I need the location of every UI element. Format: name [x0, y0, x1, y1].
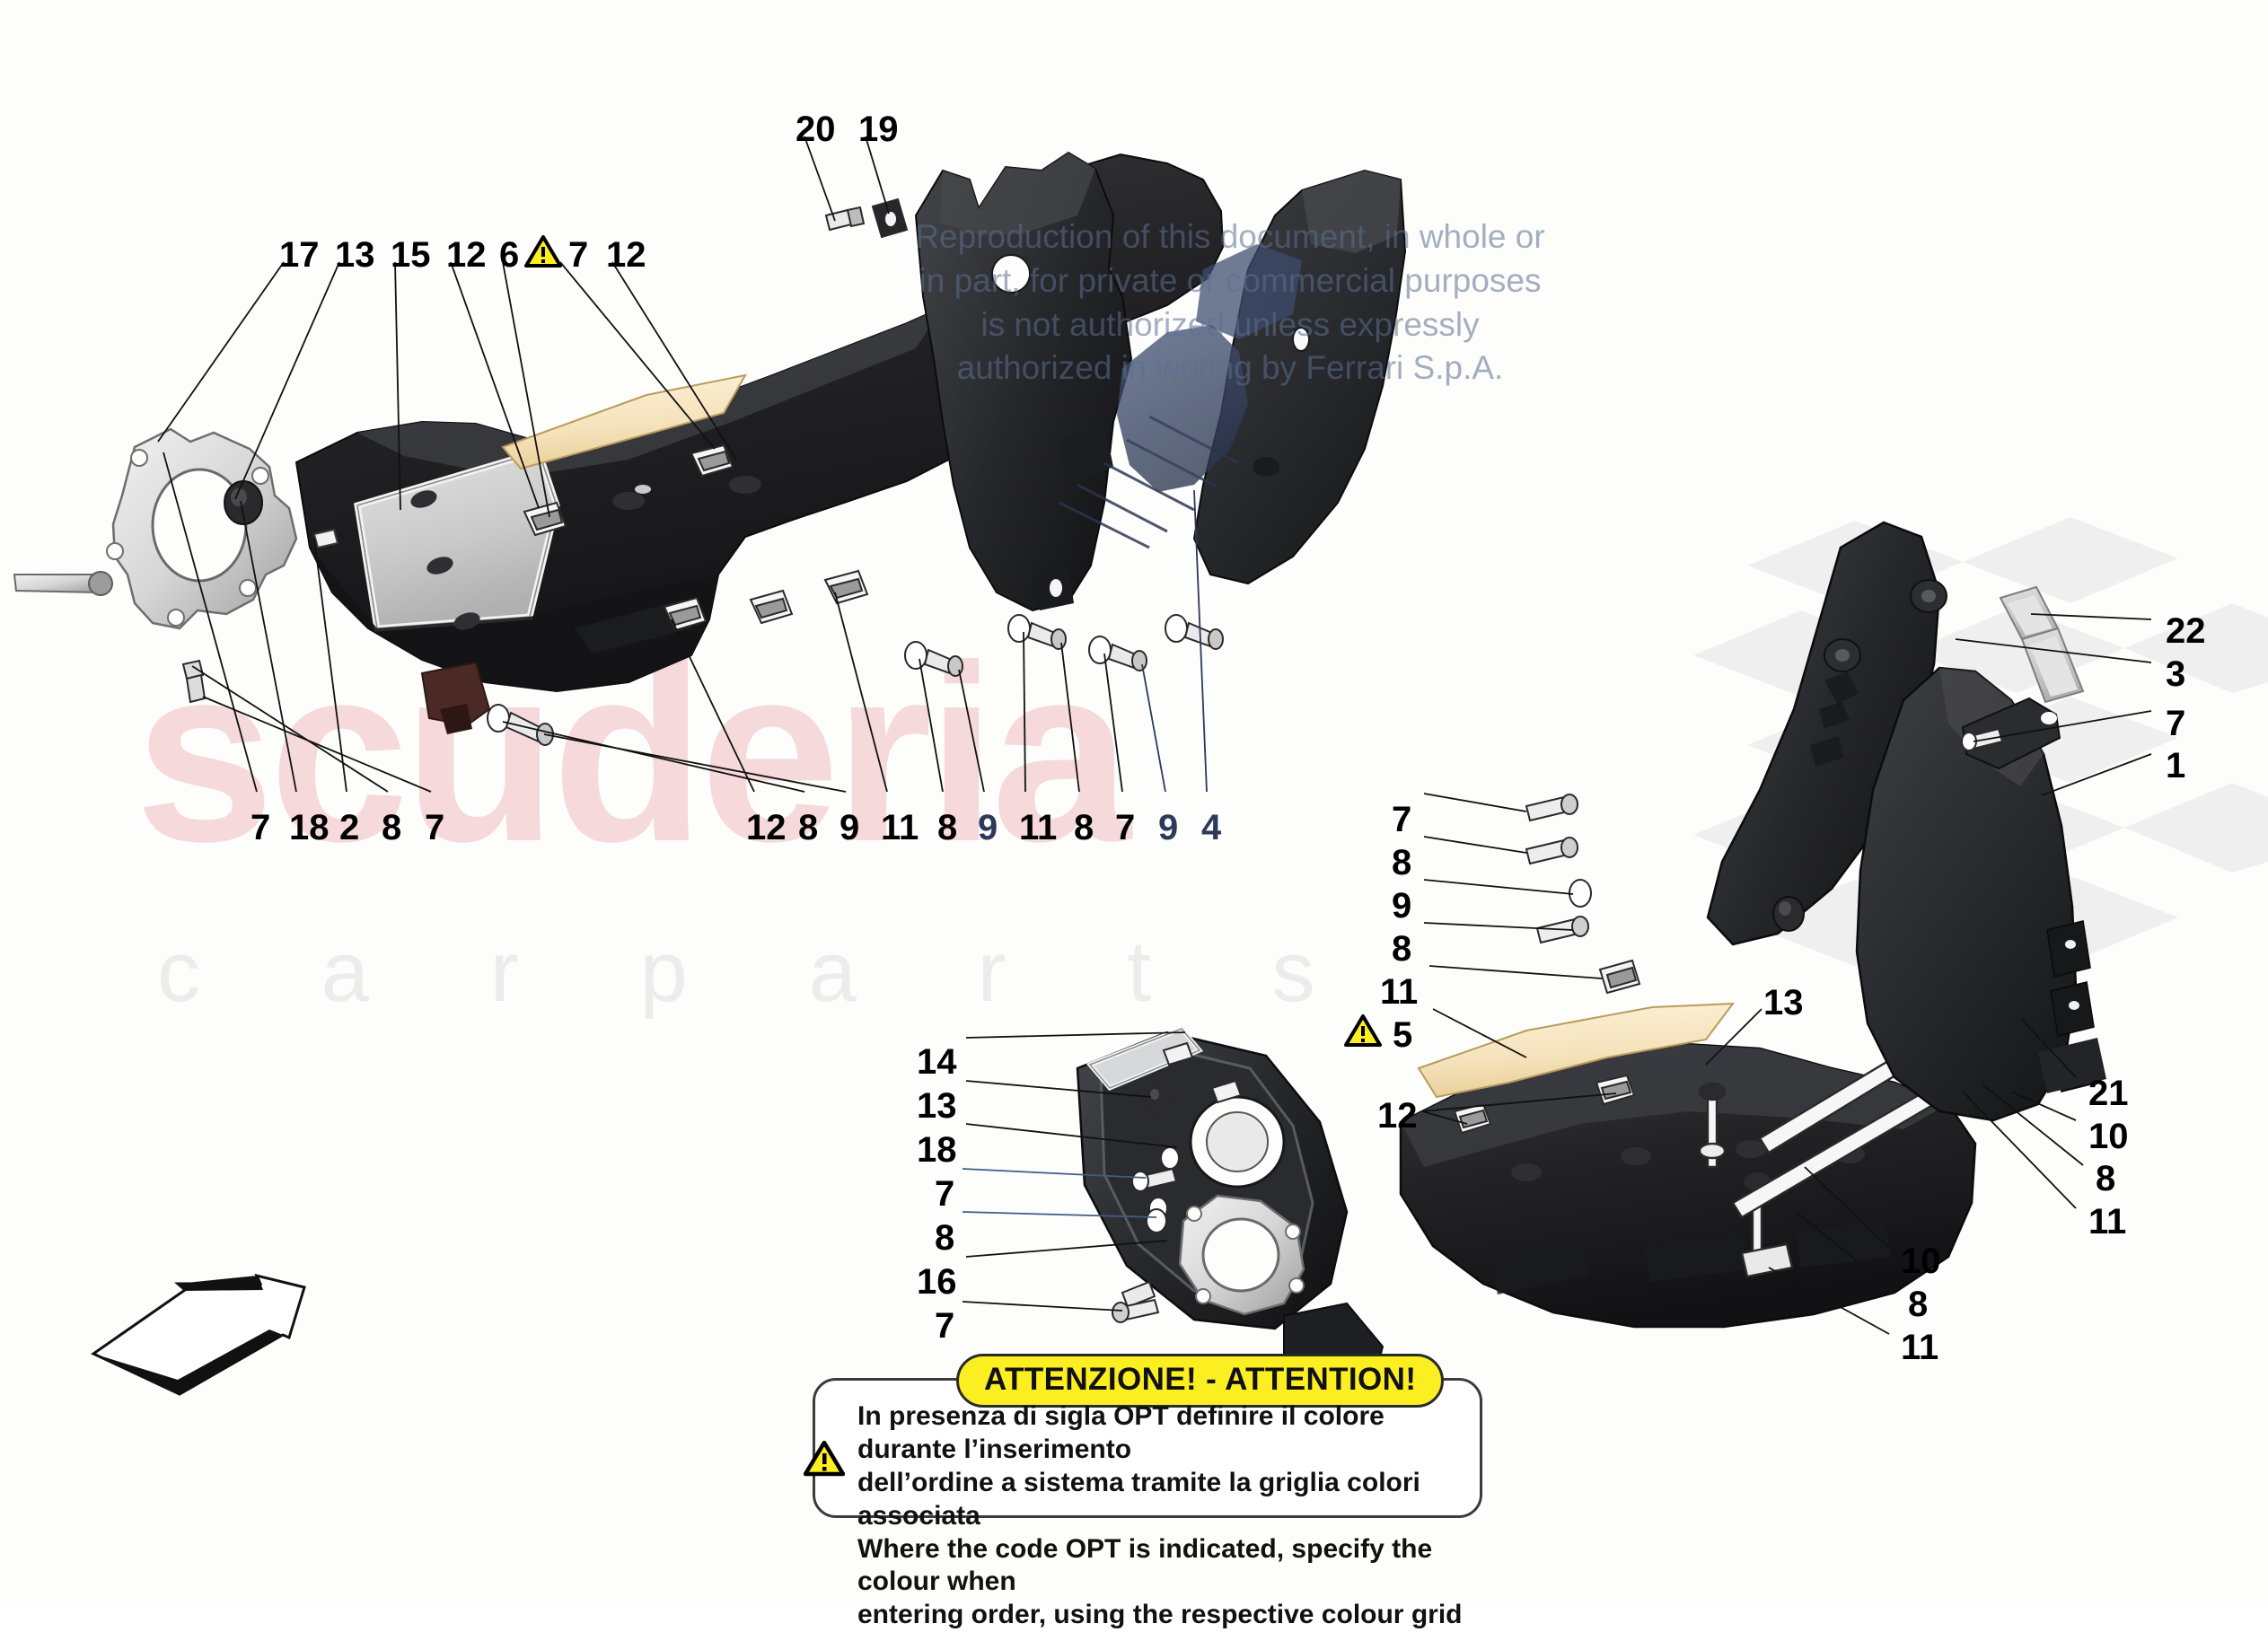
attention-line-en-2: entering order, using the respective col…: [857, 1600, 1463, 1630]
callout-9-b[interactable]: 9: [978, 808, 998, 847]
fastener-stack-lower-left: [1112, 1084, 1178, 1323]
callout-6[interactable]: 6: [499, 235, 520, 275]
callout-7-e[interactable]: 7: [1392, 800, 1412, 839]
part-group-lower-right-sill: [1399, 1002, 1989, 1329]
callout-7-f[interactable]: 7: [935, 1174, 955, 1214]
watermark-brand-secondary: c a r p a r t s: [157, 924, 1364, 1020]
part-group-upper-mid-panel: [1192, 169, 1407, 585]
callout-13[interactable]: 13: [335, 235, 375, 275]
attention-line-it-1: In presenza di sigla OPT definire il col…: [857, 1401, 1385, 1464]
callout-8-g[interactable]: 8: [935, 1218, 955, 1258]
callout-13-b[interactable]: 13: [917, 1086, 957, 1126]
callout-10-b[interactable]: 10: [1901, 1242, 1941, 1281]
part-group-mount-bracket-plate: [13, 427, 339, 704]
callout-8-e[interactable]: 8: [1392, 843, 1412, 882]
callout-14[interactable]: 14: [917, 1042, 957, 1082]
part-group-upper-center-pillar: [914, 151, 1133, 612]
callout-12[interactable]: 12: [446, 235, 487, 275]
callout-8-f[interactable]: 8: [1392, 929, 1412, 969]
callout-9-d[interactable]: 9: [1392, 886, 1412, 926]
callout-19[interactable]: 19: [858, 110, 899, 149]
callout-1[interactable]: 1: [2166, 746, 2186, 785]
callout-22[interactable]: 22: [2166, 611, 2206, 651]
callout-18[interactable]: 18: [289, 808, 330, 847]
callout-11-c[interactable]: 11: [1380, 972, 1419, 1012]
callout-12-d[interactable]: 12: [1377, 1096, 1418, 1136]
callout-10[interactable]: 10: [2088, 1117, 2129, 1156]
callout-7[interactable]: 7: [568, 235, 589, 275]
callout-7-h[interactable]: 7: [2166, 704, 2186, 743]
callout-9[interactable]: 9: [840, 808, 860, 847]
callout-18-b[interactable]: 18: [917, 1130, 957, 1170]
callout-7-d[interactable]: 7: [1115, 808, 1136, 847]
attention-line-en-1: Where the code OPT is indicated, specify…: [857, 1533, 1433, 1597]
warning-triangle-icon-5: [1344, 1014, 1382, 1047]
callout-8-h[interactable]: 8: [2096, 1159, 2116, 1198]
callout-17[interactable]: 17: [279, 235, 320, 275]
part-group-navy-bracket: [1059, 244, 1302, 549]
callout-16[interactable]: 16: [917, 1262, 957, 1302]
warning-triangle-icon: [524, 235, 562, 268]
direction-arrow: [91, 1273, 306, 1396]
callout-7-b[interactable]: 7: [251, 808, 271, 847]
callout-8-b[interactable]: 8: [798, 808, 819, 847]
callout-13-c[interactable]: 13: [1763, 983, 1804, 1022]
callout-5[interactable]: 5: [1393, 1015, 1413, 1055]
callout-4[interactable]: 4: [1201, 808, 1222, 847]
fastener-stack-middle-column: [1525, 794, 1641, 995]
callout-9-c[interactable]: 9: [1158, 808, 1179, 847]
attention-line-it-2: dell’ordine a sistema tramite la griglia…: [857, 1467, 1420, 1531]
callout-11-b[interactable]: 11: [1019, 808, 1058, 847]
callout-11-e[interactable]: 11: [1901, 1328, 1939, 1367]
callout-8-c[interactable]: 8: [937, 808, 958, 847]
fastener-cluster-upper-left: [523, 443, 869, 632]
callout-8[interactable]: 8: [382, 808, 402, 847]
callout-15[interactable]: 15: [391, 235, 431, 275]
attention-box-body: In presenza di sigla OPT definire il col…: [857, 1400, 1477, 1632]
warning-triangle-icon-attention: [804, 1441, 845, 1477]
part-group-right-pillar-trims: [1706, 521, 2106, 1122]
callout-8-d[interactable]: 8: [1074, 808, 1094, 847]
callout-11-d[interactable]: 11: [2088, 1202, 2127, 1242]
callout-20[interactable]: 20: [796, 110, 836, 149]
part-group-lower-center-grille: [1076, 1026, 1385, 1388]
attention-box-title: ATTENZIONE! - ATTENTION!: [956, 1354, 1445, 1408]
callout-12-c[interactable]: 12: [746, 808, 787, 847]
callout-3[interactable]: 3: [2166, 654, 2186, 694]
callout-7-g[interactable]: 7: [935, 1306, 955, 1346]
callout-21[interactable]: 21: [2088, 1074, 2129, 1113]
callout-7-c[interactable]: 7: [425, 808, 445, 847]
callout-12-b[interactable]: 12: [606, 235, 646, 275]
callout-11[interactable]: 11: [881, 808, 919, 847]
speaker-ring-bracket: [1178, 1194, 1305, 1316]
callout-2[interactable]: 2: [339, 808, 360, 847]
callout-8-i[interactable]: 8: [1908, 1285, 1929, 1324]
